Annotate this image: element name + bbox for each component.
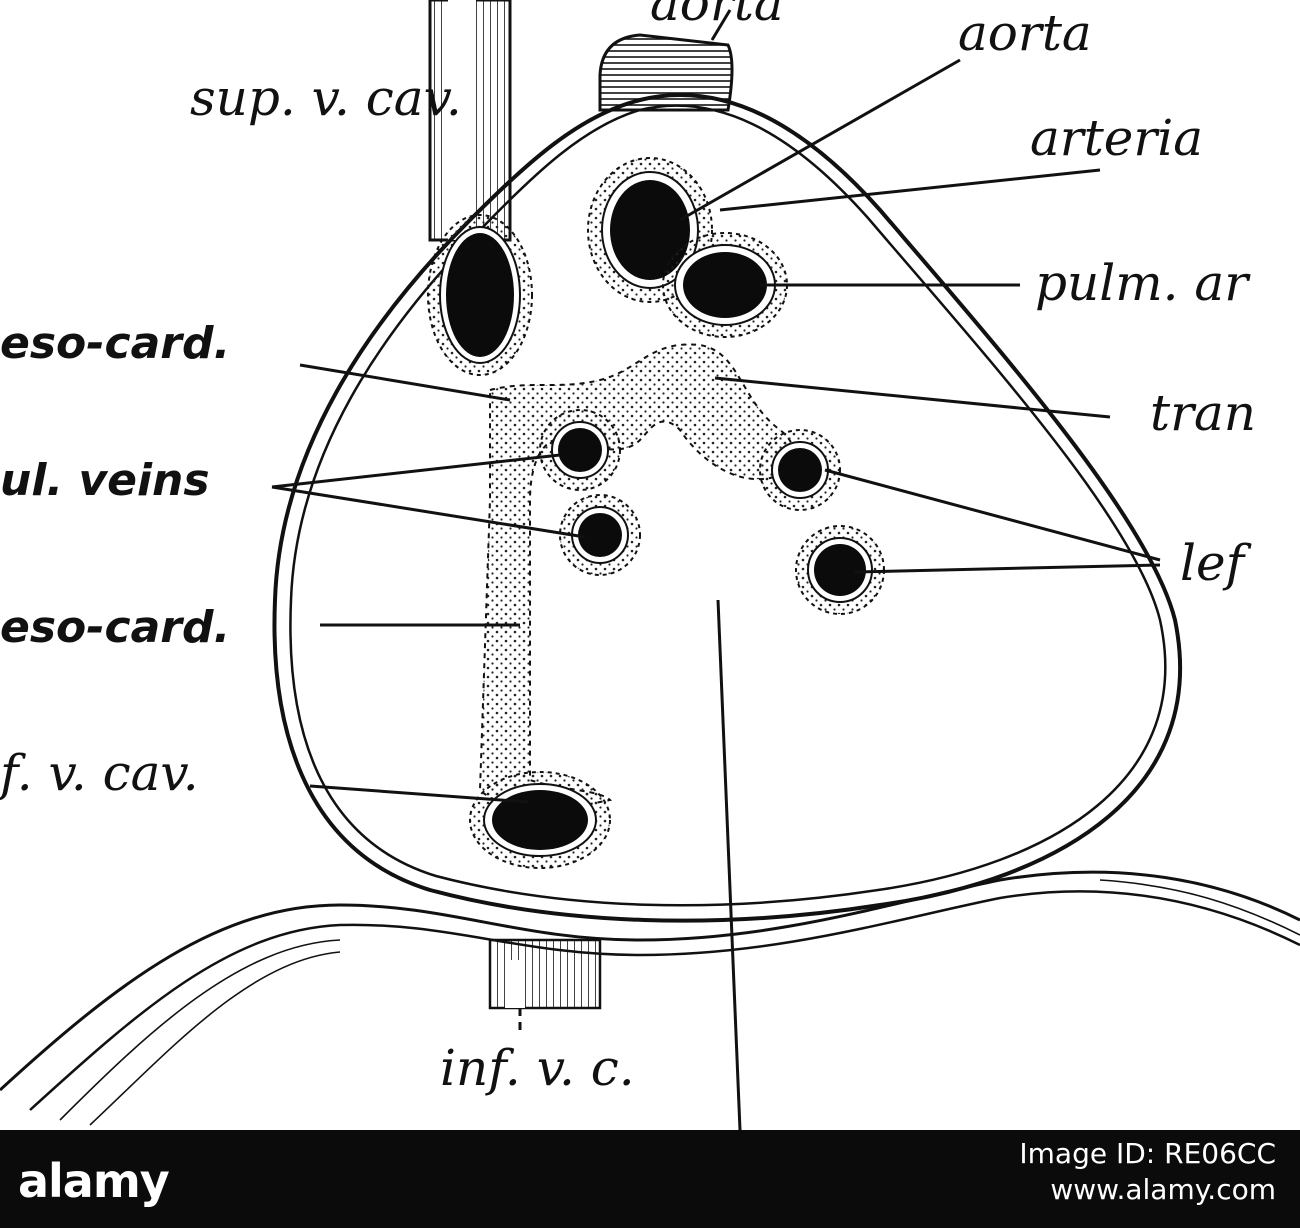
- watermark-site: www.alamy.com: [1050, 1173, 1276, 1206]
- watermark-footer: alamy Image ID: RE06CC www.alamy.com: [0, 1130, 1300, 1228]
- inferior-vena-cava-section: [469, 771, 611, 869]
- label-lef: lef: [1180, 534, 1252, 592]
- heart-vessels-diagram: aorta aorta sup. v. cav. arteria pulm. a…: [0, 0, 1300, 1130]
- aortic-stub: [598, 33, 734, 112]
- leader-aorta-top: [710, 9, 732, 41]
- label-inf-v-c: inf. v. c.: [440, 1039, 635, 1097]
- pulmonary-vein-1: [539, 409, 621, 491]
- leader-bottom: [716, 599, 742, 1130]
- leader-lef-2: [854, 563, 1161, 574]
- inferior-vena-cava-tube: [488, 938, 602, 1030]
- leader-tran: [714, 376, 1111, 419]
- watermark-details: Image ID: RE06CC www.alamy.com: [1019, 1136, 1276, 1208]
- left-vessel-oval: [427, 214, 533, 376]
- leader-meso-card-1: [299, 363, 511, 402]
- watermark-image-id: Image ID: RE06CC: [1019, 1137, 1276, 1170]
- diaphragm: [0, 870, 1300, 1126]
- label-aorta: aorta: [958, 4, 1092, 62]
- label-meso-card-1: eso-card.: [0, 318, 230, 369]
- pulmonary-vein-3: [759, 429, 841, 511]
- leader-pul-veins-2: [271, 485, 586, 539]
- pulmonary-vein-2: [559, 494, 641, 576]
- label-sup-v-cav: sup. v. cav.: [190, 69, 462, 127]
- label-pulm-ar: pulm. ar: [1035, 254, 1251, 312]
- mesocardium-band: [478, 343, 795, 812]
- watermark-brand: alamy: [18, 1154, 170, 1208]
- pericardium-outline: [272, 92, 1182, 923]
- leader-aorta: [679, 58, 961, 222]
- pulmonary-vein-4: [795, 525, 885, 615]
- label-tran: tran: [1150, 384, 1256, 442]
- leader-arteria: [719, 168, 1101, 212]
- label-aorta-top: aorta: [650, 0, 784, 32]
- leader-lef-1: [824, 468, 1161, 562]
- label-meso-card-2: eso-card.: [0, 602, 230, 653]
- leader-f-v-cav: [309, 784, 529, 804]
- label-f-v-cav: f. v. cav.: [0, 744, 199, 802]
- label-pul-veins: ul. veins: [0, 455, 210, 506]
- leader-pul-veins-1: [271, 453, 561, 489]
- pulmonary-artery-section: [662, 232, 788, 338]
- diagram-stage: aorta aorta sup. v. cav. arteria pulm. a…: [0, 0, 1300, 1130]
- superior-vena-cava: [428, 0, 512, 242]
- label-arteria: arteria: [1030, 109, 1203, 167]
